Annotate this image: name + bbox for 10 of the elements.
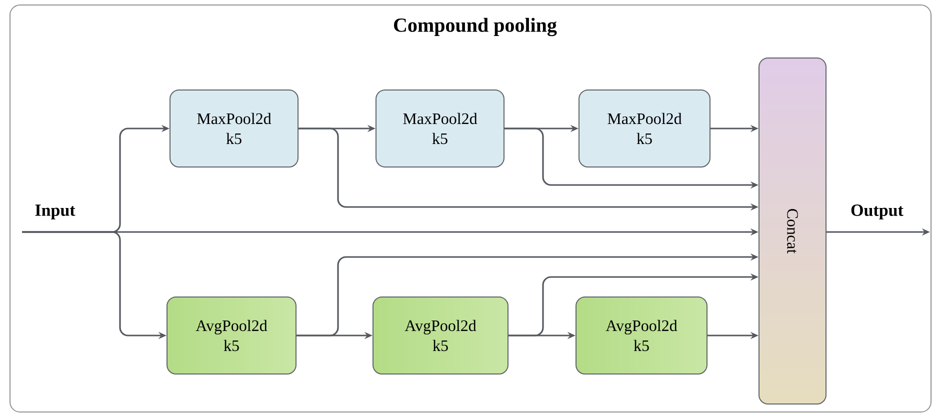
pooling-box: AvgPool2d k5 [372,296,508,374]
pooling-box: AvgPool2d k5 [166,296,296,374]
text-label: Input [35,204,76,220]
text-label: Output [851,204,904,220]
pooling-box: MaxPool2d k5 [376,90,504,168]
pooling-box: AvgPool2d k5 [576,296,708,374]
concat-box: Concat [758,58,826,404]
pooling-box: MaxPool2d k5 [578,90,710,168]
title: Compound pooling [394,18,557,36]
pooling-box: MaxPool2d k5 [170,90,298,168]
